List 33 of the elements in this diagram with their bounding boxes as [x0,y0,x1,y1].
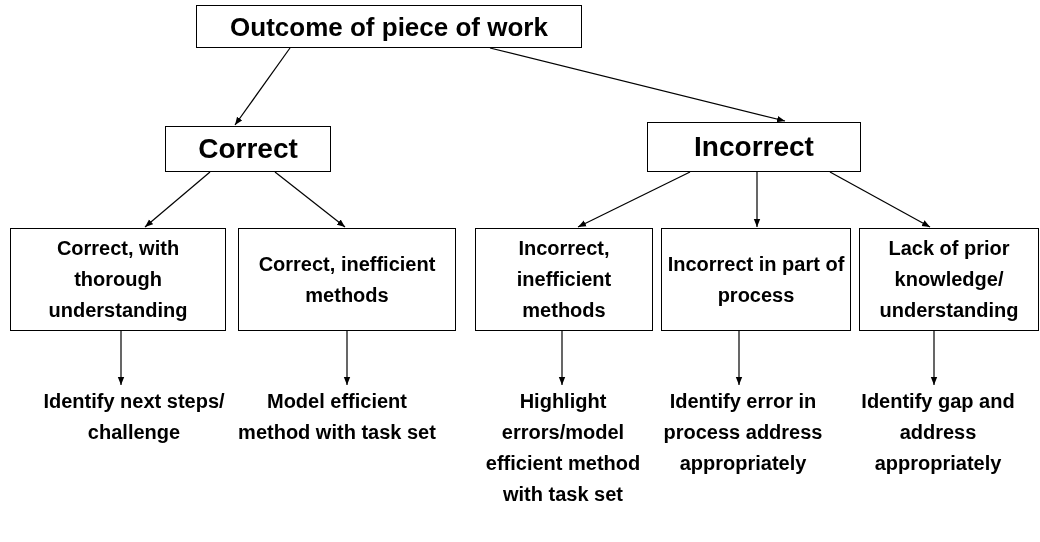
arrow [234,47,291,126]
action-text: Highlight errors/model efficient method with task set [484,389,642,507]
action-text: Identify next steps/ challenge [42,389,226,445]
process-box [647,122,861,172]
action-text: Identify gap and address appropriately [860,389,1016,476]
action-text: Identify error in process address appropriately [662,389,824,476]
arrow [489,47,786,123]
box-label: Correct, inefficient methods [257,251,437,308]
arrow [829,171,931,228]
box-label: Correct [198,133,298,165]
box-label: Incorrect [694,131,814,163]
process-box [10,228,226,331]
arrow [930,330,938,386]
arrow [753,171,761,228]
arrow [144,171,211,228]
process-box [661,228,851,331]
box-label: Correct, with thorough understanding [47,236,189,323]
arrow [117,330,125,386]
box-label: Incorrect, inefficient methods [515,236,613,323]
process-box [475,228,653,331]
arrow [274,171,346,228]
arrow [577,171,691,228]
box-label: Incorrect in part of process [666,251,846,308]
arrow [558,330,566,386]
process-box [196,5,582,48]
arrow [343,330,351,386]
process-box [165,126,331,172]
box-label: Outcome of piece of work [230,11,548,42]
process-box [859,228,1039,331]
arrow [735,330,743,386]
process-box [238,228,456,331]
box-label: Lack of prior knowledge/ understanding [878,236,1020,323]
action-text: Model efficient method with task set [237,389,437,445]
